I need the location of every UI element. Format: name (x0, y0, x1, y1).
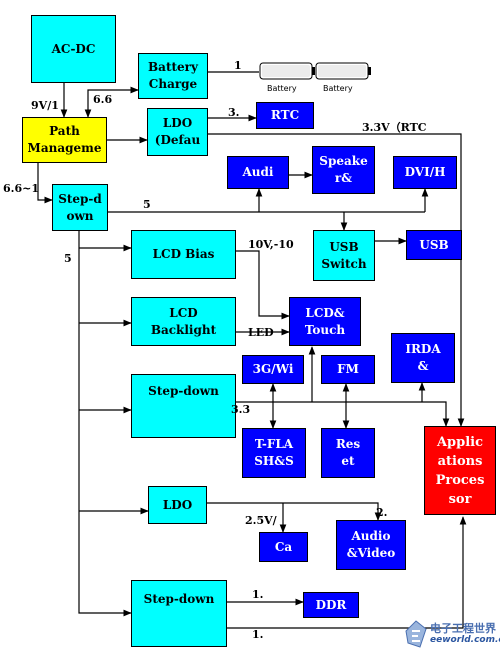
audio-video-block: Audio &Video (336, 520, 406, 570)
usb-block: USB (406, 230, 462, 260)
path-management-block: Path Manageme (22, 117, 107, 163)
rtc-supply-line (207, 133, 465, 427)
battery-charge-block: Battery Charge (138, 53, 208, 99)
bus-5v-label: 5 (143, 198, 151, 211)
camera-block: Ca (259, 532, 308, 562)
watermark-en-text: eeworld.com.cn (430, 635, 500, 645)
fm-block: FM (321, 355, 375, 384)
eeworld-logo-icon (405, 620, 427, 648)
lcd-bias-block: LCD Bias (131, 230, 236, 279)
path-to-stepdown-arrow (37, 163, 53, 204)
battery-icon (259, 62, 371, 80)
acdc-block: AC-DC (31, 15, 116, 83)
speaker-block: Speake r& (312, 146, 375, 194)
watermark-cn-text: 电子工程世界 (430, 622, 496, 635)
battery-right-label: Battery (323, 84, 353, 93)
step-down-top-block: Step-d own (52, 184, 108, 231)
bus-33v-line (236, 401, 450, 427)
ddr-1v-label: 1. (252, 588, 264, 601)
bias-10v-label: 10V,-10 (248, 238, 294, 251)
ldo-to-av-arrow (207, 502, 382, 521)
lcd-backlight-block: LCD Backlight (131, 297, 236, 346)
rtc-3v3-label: 3.3V（RTC (362, 121, 427, 134)
left-5v-label: 5 (64, 252, 72, 265)
usb-switch-block: USB Switch (313, 230, 375, 281)
input-6v6-label: 6.6~1 (3, 182, 40, 195)
ddr-block: DDR (303, 592, 359, 618)
battery-left-label: Battery (267, 84, 297, 93)
wifi-3g-block: 3G/Wi (242, 355, 304, 384)
stepdown-to-app-arrow (227, 516, 467, 629)
ldo-mid-block: LDO (148, 486, 207, 524)
led-label: LED (248, 326, 274, 339)
bottom-1v-label: 1. (252, 628, 264, 641)
lcd-touch-block: LCD& Touch (289, 297, 361, 346)
ldo-2v5-label: 2.5V/ (245, 514, 277, 527)
ldo-default-block: LDO (Defau (147, 108, 208, 156)
tflash-block: T-FLA SH&S (242, 428, 306, 478)
input-9v-label: 9V/1 (31, 99, 59, 112)
irda-block: IRDA & (391, 333, 455, 383)
step-down-bottom-block: Step-down (131, 580, 227, 647)
charge-path-arrow (84, 86, 139, 118)
ldo-3v-label: 3. (228, 106, 240, 119)
charge-6v6-label: 6.6 (93, 93, 113, 106)
battery-link-label: 1 (234, 59, 242, 72)
bias-to-lcd-arrow (236, 250, 290, 320)
left-bus-line (78, 231, 132, 617)
reset-block: Res et (321, 428, 375, 478)
step-down-mid-block: Step-down (131, 374, 236, 438)
app-processor-block: Applic ations Proces sor (424, 426, 496, 515)
mid-3v3-label: 3.3 (231, 403, 251, 416)
eeworld-watermark: 电子工程世界 eeworld.com.cn (404, 617, 500, 651)
rtc-block: RTC (256, 102, 314, 129)
dvi-block: DVI/H (393, 156, 457, 189)
ldo-2v-label: 2. (376, 506, 388, 519)
audio-amp-block: Audi (227, 156, 289, 189)
